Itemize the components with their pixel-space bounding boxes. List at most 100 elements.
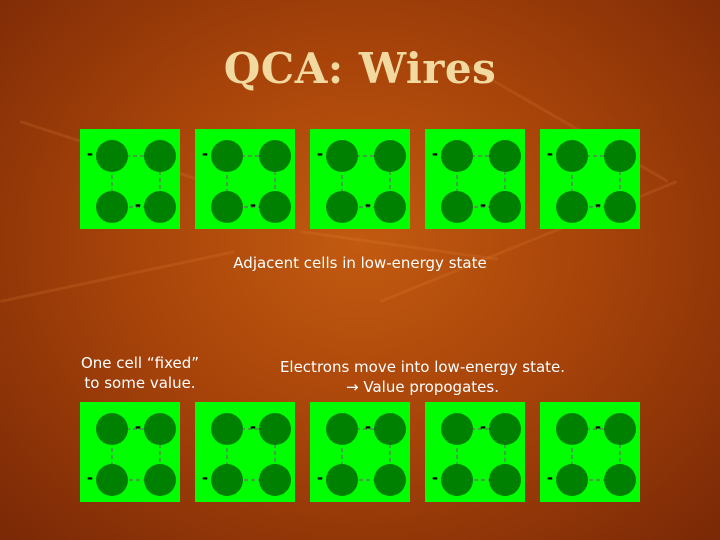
quantum-dot [556, 413, 588, 445]
cell-link [111, 428, 161, 481]
quantum-dot [326, 464, 358, 496]
quantum-dot [441, 413, 473, 445]
quantum-dot [211, 191, 243, 223]
quantum-dot [604, 140, 636, 172]
qca-cell: -- [425, 129, 525, 229]
quantum-dot [489, 140, 521, 172]
qca-cell-graphic [556, 413, 636, 496]
cell-link [571, 155, 621, 208]
electron-charge: - [249, 418, 257, 436]
quantum-dot [96, 464, 128, 496]
qca-cell-graphic [326, 413, 406, 496]
quantum-dot [211, 140, 243, 172]
caption-fixed-line1: One cell “fixed” [80, 354, 200, 372]
electron-charge: - [134, 418, 142, 436]
qca-cell: -- [425, 402, 525, 502]
electron-charge: - [86, 469, 94, 487]
quantum-dot [374, 464, 406, 496]
quantum-dot [441, 191, 473, 223]
electron-charge: - [431, 145, 439, 163]
quantum-dot [96, 140, 128, 172]
quantum-dot [604, 413, 636, 445]
cell-link [571, 428, 621, 481]
qca-cell-graphic [211, 140, 291, 223]
electron-charge: - [134, 196, 142, 214]
quantum-dot [489, 464, 521, 496]
qca-cell: -- [80, 402, 180, 502]
cell-link [111, 155, 161, 208]
electron-charge: - [364, 196, 372, 214]
qca-cell: -- [195, 402, 295, 502]
qca-cell-graphic [96, 413, 176, 496]
quantum-dot [556, 140, 588, 172]
caption-fixed-line2: to some value. [84, 374, 196, 392]
slide-title: QCA: Wires [223, 44, 497, 93]
quantum-dot [604, 191, 636, 223]
quantum-dot [144, 413, 176, 445]
qca-cell: -- [310, 129, 410, 229]
quantum-dot [259, 413, 291, 445]
quantum-dot [326, 140, 358, 172]
qca-cell: -- [540, 129, 640, 229]
quantum-dot [374, 140, 406, 172]
qca-cell: -- [310, 402, 410, 502]
cell-link [456, 428, 506, 481]
electron-charge: - [479, 196, 487, 214]
electron-charge: - [546, 469, 554, 487]
quantum-dot [326, 413, 358, 445]
quantum-dot [374, 191, 406, 223]
qca-cell-graphic [326, 140, 406, 223]
cell-link [341, 428, 391, 481]
cell-link [456, 155, 506, 208]
quantum-dot [326, 191, 358, 223]
quantum-dot [144, 464, 176, 496]
quantum-dot [144, 191, 176, 223]
quantum-dot [604, 464, 636, 496]
electron-charge: - [479, 418, 487, 436]
qca-cell-graphic [556, 140, 636, 223]
caption-move: Electrons move into low-energy state. → … [250, 357, 595, 397]
caption-fixed: One cell “fixed” to some value. [60, 353, 220, 393]
qca-cell-graphic [441, 140, 521, 223]
electron-charge: - [316, 145, 324, 163]
qca-cell-graphic [96, 140, 176, 223]
electron-charge: - [546, 145, 554, 163]
cell-link [226, 428, 276, 481]
qca-cell: -- [195, 129, 295, 229]
cell-link [341, 155, 391, 208]
electron-charge: - [316, 469, 324, 487]
top-wire: ---------- [80, 129, 640, 229]
quantum-dot [211, 464, 243, 496]
bottom-wire: ---------- [80, 402, 640, 502]
quantum-dot [96, 191, 128, 223]
electron-charge: - [364, 418, 372, 436]
cell-link [226, 155, 276, 208]
electron-charge: - [594, 418, 602, 436]
quantum-dot [441, 464, 473, 496]
electron-charge: - [201, 145, 209, 163]
quantum-dot [489, 413, 521, 445]
quantum-dot [441, 140, 473, 172]
quantum-dot [96, 413, 128, 445]
qca-cell: -- [80, 129, 180, 229]
electron-charge: - [201, 469, 209, 487]
quantum-dot [144, 140, 176, 172]
quantum-dot [556, 464, 588, 496]
electron-charge: - [594, 196, 602, 214]
qca-cell-graphic [211, 413, 291, 496]
quantum-dot [556, 191, 588, 223]
caption-adjacent: Adjacent cells in low-energy state [233, 254, 487, 272]
quantum-dot [259, 191, 291, 223]
quantum-dot [489, 191, 521, 223]
electron-charge: - [431, 469, 439, 487]
qca-cell: -- [540, 402, 640, 502]
quantum-dot [211, 413, 243, 445]
electron-charge: - [86, 145, 94, 163]
quantum-dot [374, 413, 406, 445]
caption-move-line2: → Value propogates. [346, 378, 499, 396]
electron-charge: - [249, 196, 257, 214]
qca-cell-graphic [441, 413, 521, 496]
quantum-dot [259, 464, 291, 496]
quantum-dot [259, 140, 291, 172]
caption-move-line1: Electrons move into low-energy state. [279, 358, 566, 376]
